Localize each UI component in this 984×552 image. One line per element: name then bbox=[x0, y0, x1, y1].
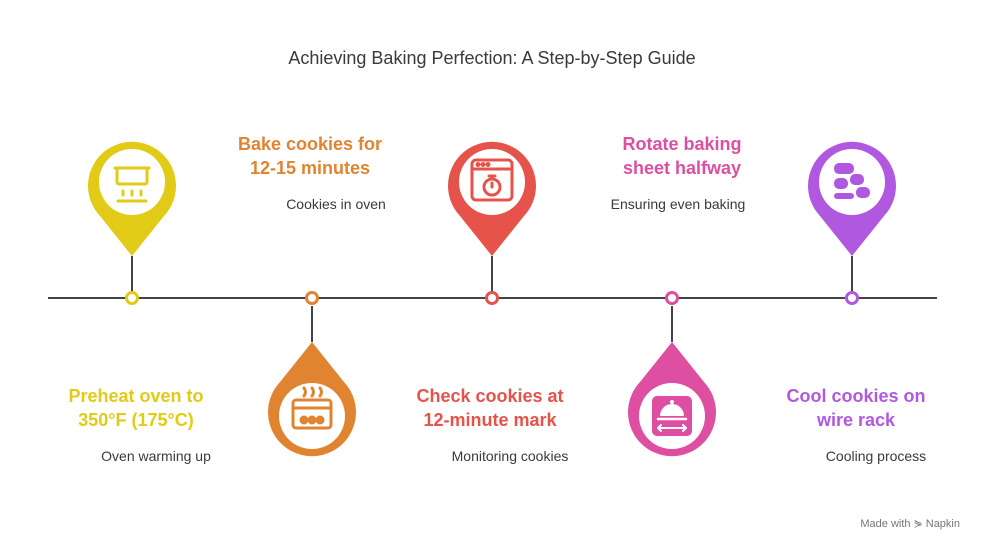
made-with-footer: Made with⋟Napkin bbox=[860, 518, 960, 530]
timeline-node-3 bbox=[485, 291, 499, 305]
timeline-node-5 bbox=[845, 291, 859, 305]
step-5-desc: Cooling process bbox=[825, 448, 927, 464]
connector-1 bbox=[131, 256, 133, 292]
step-3-title: Check cookies at 12-minute mark bbox=[416, 386, 564, 430]
cloche-rotate-icon bbox=[652, 396, 692, 436]
step-4-title: Rotate baking sheet halfway bbox=[622, 134, 742, 178]
connector-4 bbox=[671, 306, 673, 342]
timeline-node-4 bbox=[665, 291, 679, 305]
pin-step-1 bbox=[88, 141, 176, 256]
step-2-title: Bake cookies for 12-15 minutes bbox=[237, 134, 383, 178]
pin-step-4 bbox=[628, 342, 716, 457]
connector-3 bbox=[491, 256, 493, 292]
step-2-desc: Cookies in oven bbox=[286, 196, 386, 212]
pin-step-3 bbox=[448, 141, 536, 256]
step-4-desc: Ensuring even baking bbox=[610, 196, 746, 212]
step-1-desc: Oven warming up bbox=[101, 448, 211, 464]
step-3-desc: Monitoring cookies bbox=[451, 448, 569, 464]
pin-step-5 bbox=[808, 141, 896, 256]
oven-pot-icon bbox=[113, 166, 151, 203]
connector-5 bbox=[851, 256, 853, 292]
step-1-title: Preheat oven to 350°F (175°C) bbox=[68, 386, 204, 430]
timer-window-icon bbox=[470, 158, 514, 202]
cookies-rack-icon bbox=[834, 163, 870, 199]
oven-tray-icon bbox=[291, 386, 333, 430]
pin-step-2 bbox=[268, 342, 356, 457]
timeline-node-1 bbox=[125, 291, 139, 305]
timeline-node-2 bbox=[305, 291, 319, 305]
step-5-title: Cool cookies on wire rack bbox=[786, 386, 926, 430]
napkin-logo-icon: ⋟ bbox=[913, 518, 923, 530]
connector-2 bbox=[311, 306, 313, 342]
page-title: Achieving Baking Perfection: A Step-by-S… bbox=[288, 48, 696, 68]
